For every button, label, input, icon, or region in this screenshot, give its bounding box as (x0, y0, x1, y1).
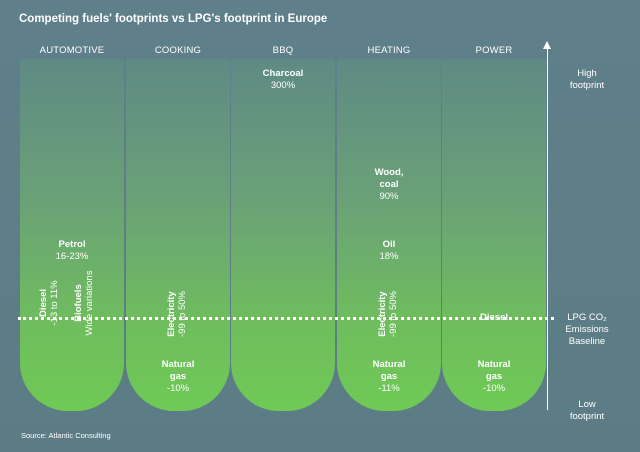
fuel-name: Oil (382, 239, 396, 250)
category-label-cooking: COOKING (154, 45, 202, 56)
lpg-baseline-line (18, 317, 554, 320)
fuel-name-line: gas (485, 371, 503, 382)
point-cooking-natural-gas: Natural gas -10% (126, 359, 230, 395)
chart-title: Competing fuels' footprints vs LPG's foo… (19, 13, 328, 25)
fuel-name-line: gas (380, 371, 398, 382)
fuel-name-line: coal (379, 179, 399, 190)
fuel-value: 16-23% (55, 251, 89, 262)
category-label-power: POWER (475, 45, 513, 56)
point-heating-natural-gas: Natural gas -11% (337, 359, 441, 395)
baseline-label-line: LPG CO₂ (567, 312, 607, 323)
point-heating-electricity: Electricity -99 to 50% (377, 259, 399, 369)
fuel-value: -11% (378, 383, 400, 394)
category-label-automotive: AUTOMOTIVE (39, 45, 105, 56)
point-heating-wood-coal: Wood, coal 90% (337, 167, 441, 203)
point-automotive-diesel: Diesel -13 to 11% (38, 248, 60, 358)
scale-high-line: footprint (569, 80, 605, 91)
point-power-natural-gas: Natural gas -10% (442, 359, 546, 395)
fuel-value: Wide variations (84, 270, 95, 336)
fuel-name-line: Natural (477, 359, 511, 370)
scale-low-label: Low footprint (552, 399, 622, 423)
column-power (442, 59, 546, 411)
point-heating-oil: Oil 18% (337, 239, 441, 263)
fuel-name: Charcoal (262, 68, 304, 79)
scale-arrow-head-icon (543, 41, 551, 49)
fuel-name: Electricity (377, 291, 388, 337)
baseline-label: LPG CO₂ Emissions Baseline (552, 312, 622, 348)
fuel-value: 300% (270, 80, 296, 91)
point-cooking-electricity: Electricity -99 to 50% (166, 259, 188, 369)
fuel-name-line: Natural (161, 359, 195, 370)
scale-high-line: High (577, 68, 597, 79)
baseline-label-line: Emissions (565, 324, 609, 335)
column-automotive (20, 59, 124, 411)
scale-arrow-line (547, 48, 548, 410)
fuel-name-line: Wood, (374, 167, 404, 178)
fuel-name: Electricity (166, 291, 177, 337)
fuel-name: Petrol (58, 239, 86, 250)
source-note: Source: Atlantic Consulting (21, 431, 111, 440)
fuel-value: 18% (379, 251, 399, 262)
point-automotive-petrol: Petrol 16-23% (20, 239, 124, 263)
category-label-heating: HEATING (367, 45, 411, 56)
column-bbq (231, 59, 335, 411)
category-label-bbq: BBQ (272, 45, 294, 56)
column-heating (337, 59, 441, 411)
fuel-value: -10% (482, 383, 506, 394)
scale-high-label: High footprint (552, 68, 622, 92)
fuel-value: -99 to 50% (388, 291, 399, 337)
baseline-label-line: Baseline (568, 336, 606, 347)
fuel-name-line: gas (169, 371, 187, 382)
point-bbq-charcoal: Charcoal 300% (231, 68, 335, 92)
fuel-name-line: Natural (372, 359, 406, 370)
fuel-value: -99 to 50% (177, 291, 188, 337)
scale-low-line: footprint (569, 411, 605, 422)
point-automotive-biofuels: Biofuels Wide variations (73, 248, 95, 358)
column-cooking (126, 59, 230, 411)
scale-low-line: Low (578, 399, 596, 410)
fuel-name: Diesel (38, 289, 49, 317)
fuel-value: 90% (379, 191, 399, 202)
fuel-value: -10% (166, 383, 190, 394)
